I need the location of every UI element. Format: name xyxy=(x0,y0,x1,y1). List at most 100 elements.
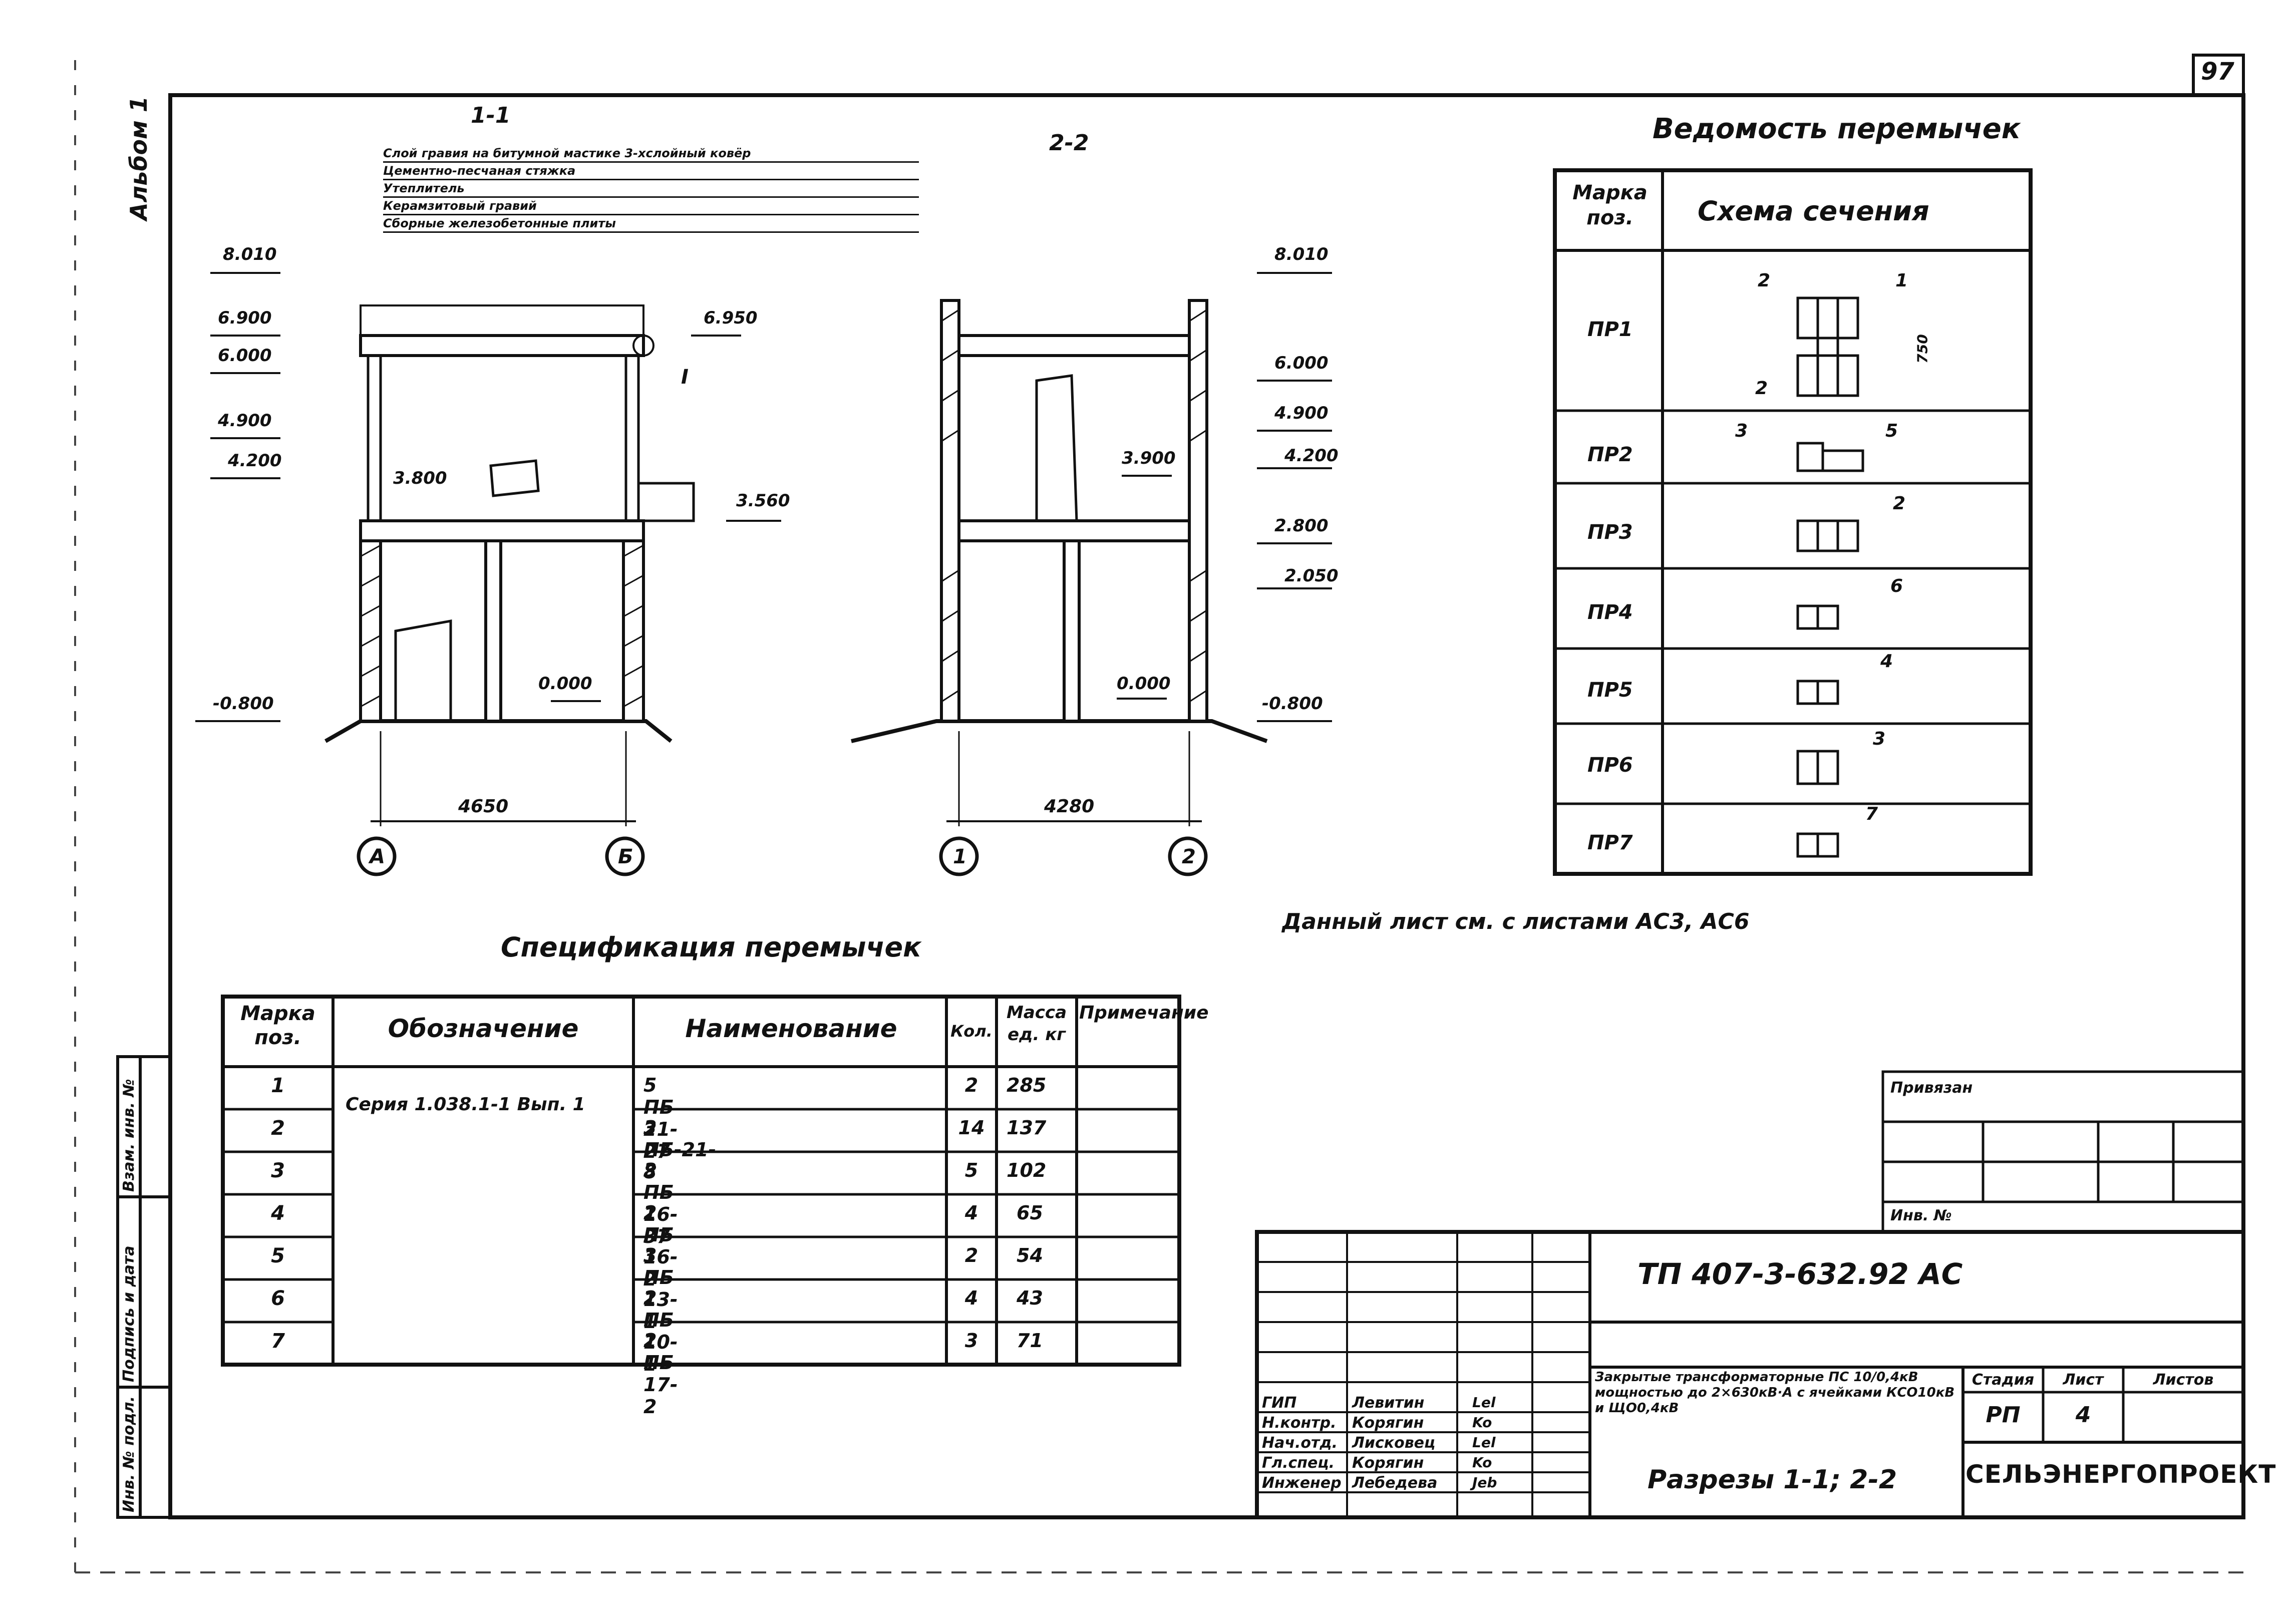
sheet-number-box xyxy=(2192,54,2245,97)
spec-designation: Серия 1.038.1-1 Вып. 1 xyxy=(346,1094,585,1115)
spec-pos: 2 xyxy=(271,1117,285,1140)
scheme-label: 2 xyxy=(1893,493,1906,514)
spec-title: Спецификация перемычек xyxy=(501,931,921,963)
elevation-label: 0.000 xyxy=(1117,674,1171,694)
sheet-frame xyxy=(168,93,2245,1519)
spec-name: 3 ПБ-21-8 xyxy=(643,1117,717,1183)
elevation-label: 6.950 xyxy=(704,308,758,328)
spec-pos: 5 xyxy=(271,1244,285,1267)
vedomost-mark: ПР4 xyxy=(1587,601,1633,624)
spec-qty: 3 xyxy=(964,1330,978,1352)
spec-header-note: Примечание xyxy=(1079,1003,1209,1023)
project-description: Закрытые трансформаторные ПС 10/0,4кВ мо… xyxy=(1595,1370,1955,1416)
role: Инженер xyxy=(1262,1474,1342,1492)
role: ГИП xyxy=(1262,1394,1297,1412)
side-stamp xyxy=(116,1055,172,1519)
scheme-label: 6 xyxy=(1890,576,1903,596)
sheet-header: Лист xyxy=(2063,1371,2104,1389)
axis-label: А xyxy=(370,845,385,868)
section-1-1-drawing xyxy=(195,272,781,876)
spec-header-mass: Масса ед. кг xyxy=(1006,1003,1067,1045)
elevation-label: -0.800 xyxy=(1262,694,1323,714)
elevation-label: -0.800 xyxy=(213,694,274,714)
spec-mass: 137 xyxy=(1007,1117,1047,1139)
scheme-label: 2 xyxy=(1755,378,1768,399)
scheme-label: 1 xyxy=(1895,270,1908,291)
role: Н.контр. xyxy=(1262,1414,1337,1432)
spec-name: 3 ПБ 16-37 xyxy=(643,1159,678,1247)
scheme-label: 750 xyxy=(1914,334,1931,364)
spec-name: 2 ПБ 17-2 xyxy=(643,1330,678,1418)
vedomost-title: Ведомость перемычек xyxy=(1653,113,2021,145)
inv-number-label: Инв. № xyxy=(1890,1207,1952,1224)
person-name: Лебедева xyxy=(1352,1474,1438,1492)
scheme-label: 2 xyxy=(1758,270,1771,291)
axis-label: 1 xyxy=(953,845,967,868)
spec-table xyxy=(221,995,1181,1367)
elevation-label: 2.050 xyxy=(1284,566,1339,586)
elevation-label: 0.000 xyxy=(538,674,592,694)
roof-notes: Слой гравия на битумной мастике 3-хслойн… xyxy=(383,145,919,233)
elevation-label: 6.000 xyxy=(1274,353,1329,373)
vedomost-header-mark: Марка поз. xyxy=(1572,181,1648,229)
stamp-sign-date: Подпись и дата xyxy=(120,1245,138,1382)
elevation-label: 2.800 xyxy=(1274,516,1329,536)
spec-mass: 71 xyxy=(1017,1330,1043,1352)
document-code: ТП 407-3-632.92 АС xyxy=(1637,1257,1963,1291)
signature: Ko xyxy=(1472,1414,1492,1431)
sheet-value: 4 xyxy=(2075,1402,2091,1428)
spec-name: 3 ПБ 13-1 xyxy=(643,1244,678,1333)
spec-qty: 14 xyxy=(958,1117,985,1139)
vedomost-table xyxy=(1553,168,2033,876)
title-block xyxy=(1255,1230,2245,1519)
vedomost-mark: ПР7 xyxy=(1587,831,1633,854)
spec-qty: 2 xyxy=(964,1074,978,1096)
spec-header-qty: Кол. xyxy=(950,1022,993,1041)
scheme-label: 4 xyxy=(1880,651,1893,672)
elevation-label: 8.010 xyxy=(223,244,277,264)
elevation-label: 4.900 xyxy=(218,411,272,431)
dimension-label: 4280 xyxy=(1044,796,1095,817)
spec-name: 2 ПБ 10-1 xyxy=(643,1287,678,1375)
privyazan-label: Привязан xyxy=(1890,1079,1973,1097)
axis-label: 2 xyxy=(1182,845,1196,868)
elevation-label: 4.900 xyxy=(1274,403,1329,423)
section-1-1-title: 1-1 xyxy=(471,103,511,128)
spec-mass: 43 xyxy=(1017,1287,1043,1309)
vedomost-mark: ПР1 xyxy=(1587,318,1633,341)
vedomost-mark: ПР3 xyxy=(1587,521,1633,544)
spec-name: 5 ПБ 21-27 xyxy=(643,1074,678,1162)
spec-pos: 1 xyxy=(271,1074,285,1097)
spec-mass: 285 xyxy=(1007,1074,1047,1096)
spec-pos: 4 xyxy=(271,1202,285,1225)
album-label: Альбом 1 xyxy=(125,96,152,220)
vedomost-header-scheme: Схема сечения xyxy=(1698,195,1929,227)
scheme-label: 3 xyxy=(1873,729,1886,749)
role: Нач.отд. xyxy=(1262,1434,1338,1452)
sheets-header: Листов xyxy=(2153,1371,2214,1389)
spec-pos: 6 xyxy=(271,1287,285,1310)
section-2-2-title: 2-2 xyxy=(1049,130,1089,156)
organization: СЕЛЬЭНЕРГОПРОЕКТ xyxy=(1965,1460,2276,1489)
stamp-replace-inv: Взам. инв. № xyxy=(120,1079,138,1192)
scheme-label: 7 xyxy=(1865,804,1878,824)
spec-header-designation: Обозначение xyxy=(388,1014,579,1043)
elevation-label: 6.000 xyxy=(218,346,272,366)
scheme-label: 5 xyxy=(1885,421,1898,441)
spec-mass: 65 xyxy=(1017,1202,1043,1224)
signature: Lel xyxy=(1472,1434,1496,1451)
axis-label: Б xyxy=(618,845,633,868)
spec-header-name: Наименование xyxy=(685,1014,897,1043)
dimension-label: 4650 xyxy=(458,796,509,817)
stage-header: Стадия xyxy=(1972,1371,2035,1389)
person-name: Левитин xyxy=(1352,1394,1425,1412)
spec-qty: 4 xyxy=(964,1202,978,1224)
spec-qty: 2 xyxy=(964,1244,978,1266)
spec-pos: 3 xyxy=(271,1159,285,1182)
spec-qty: 5 xyxy=(964,1159,978,1181)
stamp-inv-orig: Инв. № подл. xyxy=(120,1396,138,1512)
section-2-2-drawing xyxy=(851,272,1332,876)
elevation-label: 4.200 xyxy=(228,451,282,471)
spec-name: 2 ПБ 16-2 xyxy=(643,1202,678,1290)
